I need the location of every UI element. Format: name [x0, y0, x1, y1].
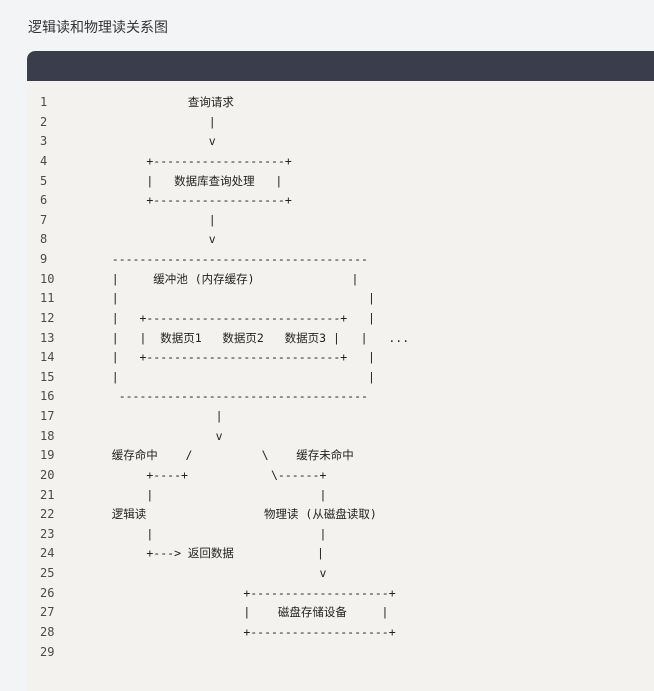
line-number: 14	[40, 350, 55, 365]
line-number: 27	[40, 605, 55, 620]
code-line: 26 +--------------------+	[27, 584, 654, 604]
code-line-text: -------------------------------------	[91, 252, 368, 266]
code-line: 13 | | 数据页1 数据页2 数据页3 | | ...	[27, 329, 654, 349]
code-line-text: |	[91, 409, 223, 423]
code-line-text: | |	[91, 487, 327, 502]
line-number: 12	[40, 310, 55, 325]
code-line-text: +-------------------+	[91, 193, 292, 208]
code-line-text: | |	[91, 291, 375, 306]
line-number: 15	[40, 369, 55, 384]
code-line-text: v	[91, 232, 216, 247]
line-number: 25	[40, 566, 55, 580]
code-block-header	[27, 51, 654, 81]
code-line-text: |	[91, 212, 216, 227]
code-line-text: +---> 返回数据 |	[91, 546, 324, 561]
code-line: 3 v	[27, 132, 654, 152]
line-number: 2	[40, 114, 48, 129]
code-line: 24 +---> 返回数据 |	[27, 544, 654, 564]
code-line-text: 缓存命中 / \ 缓存未命中	[91, 448, 354, 463]
code-line: 20 +----+ \------+	[27, 466, 654, 486]
code-line-text: | |	[91, 369, 375, 384]
line-number: 18	[40, 428, 55, 443]
code-line: 4 +-------------------+	[27, 152, 654, 172]
code-line-text: ------------------------------------	[91, 389, 368, 404]
code-line-text: | 磁盘存储设备 |	[91, 605, 389, 620]
code-line: 28 +--------------------+	[27, 623, 654, 643]
code-line-text: | 数据库查询处理 |	[91, 173, 283, 188]
code-line-text: | 缓冲池 (内存缓存) |	[91, 271, 359, 286]
code-line: 14 | +----------------------------+ |	[27, 348, 654, 368]
code-line-text: | +----------------------------+ |	[91, 350, 375, 365]
code-line-text: v	[91, 566, 327, 580]
line-number: 24	[40, 546, 55, 561]
line-number: 22	[40, 507, 55, 522]
code-line: 21 | |	[27, 486, 654, 506]
code-line-text: +----+ \------+	[91, 467, 327, 482]
line-number: 23	[40, 526, 55, 541]
line-number: 5	[40, 173, 48, 188]
line-number: 19	[40, 448, 55, 463]
code-line: 16 ------------------------------------	[27, 387, 654, 407]
code-line-text: +--------------------+	[91, 585, 396, 600]
line-number: 9	[40, 252, 48, 266]
line-number: 11	[40, 291, 55, 306]
code-line: 29	[27, 643, 654, 663]
code-line: 19 缓存命中 / \ 缓存未命中	[27, 446, 654, 466]
code-line: 25 v	[27, 564, 654, 584]
code-line: 7 |	[27, 211, 654, 231]
line-number: 28	[40, 624, 55, 639]
code-line: 9 -------------------------------------	[27, 250, 654, 270]
code-line: 5 | 数据库查询处理 |	[27, 172, 654, 192]
code-line-text: 逻辑读 物理读 (从磁盘读取)	[91, 507, 377, 522]
code-line: 17 |	[27, 407, 654, 427]
code-line-text: | +----------------------------+ |	[91, 310, 375, 325]
line-number: 3	[40, 134, 48, 149]
code-line: 23 | |	[27, 525, 654, 545]
code-line-text: 查询请求	[91, 95, 234, 109]
code-line-text: v	[91, 428, 223, 443]
line-number: 6	[40, 193, 48, 208]
code-line: 6 +-------------------+	[27, 191, 654, 211]
line-number: 1	[40, 95, 48, 109]
code-line: 12 | +----------------------------+ |	[27, 309, 654, 329]
code-line-text: | |	[91, 526, 327, 541]
code-line-text: +-------------------+	[91, 153, 292, 168]
code-line: 18 v	[27, 427, 654, 447]
code-line: 11 | |	[27, 289, 654, 309]
page-title: 逻辑读和物理读关系图	[28, 20, 168, 36]
code-line-text: v	[91, 134, 216, 149]
line-number: 10	[40, 271, 55, 286]
line-number: 26	[40, 585, 55, 600]
code-line-text: |	[91, 114, 216, 129]
code-line-text: +--------------------+	[91, 624, 396, 639]
code-line-text: | | 数据页1 数据页2 数据页3 | | ...	[91, 330, 410, 345]
code-line: 8 v	[27, 230, 654, 250]
line-number: 7	[40, 212, 48, 227]
code-line: 27 | 磁盘存储设备 |	[27, 603, 654, 623]
code-line: 2 |	[27, 113, 654, 133]
code-line: 10 | 缓冲池 (内存缓存) |	[27, 270, 654, 290]
code-line: 22 逻辑读 物理读 (从磁盘读取)	[27, 505, 654, 525]
line-number: 29	[40, 644, 55, 659]
line-number: 21	[40, 487, 55, 502]
line-number: 20	[40, 467, 55, 482]
line-number: 13	[40, 330, 55, 345]
line-number: 16	[40, 389, 55, 404]
line-number: 4	[40, 153, 48, 168]
code-line: 1 查询请求	[27, 93, 654, 113]
line-number: 17	[40, 409, 55, 423]
line-number: 8	[40, 232, 48, 247]
code-line: 15 | |	[27, 368, 654, 388]
